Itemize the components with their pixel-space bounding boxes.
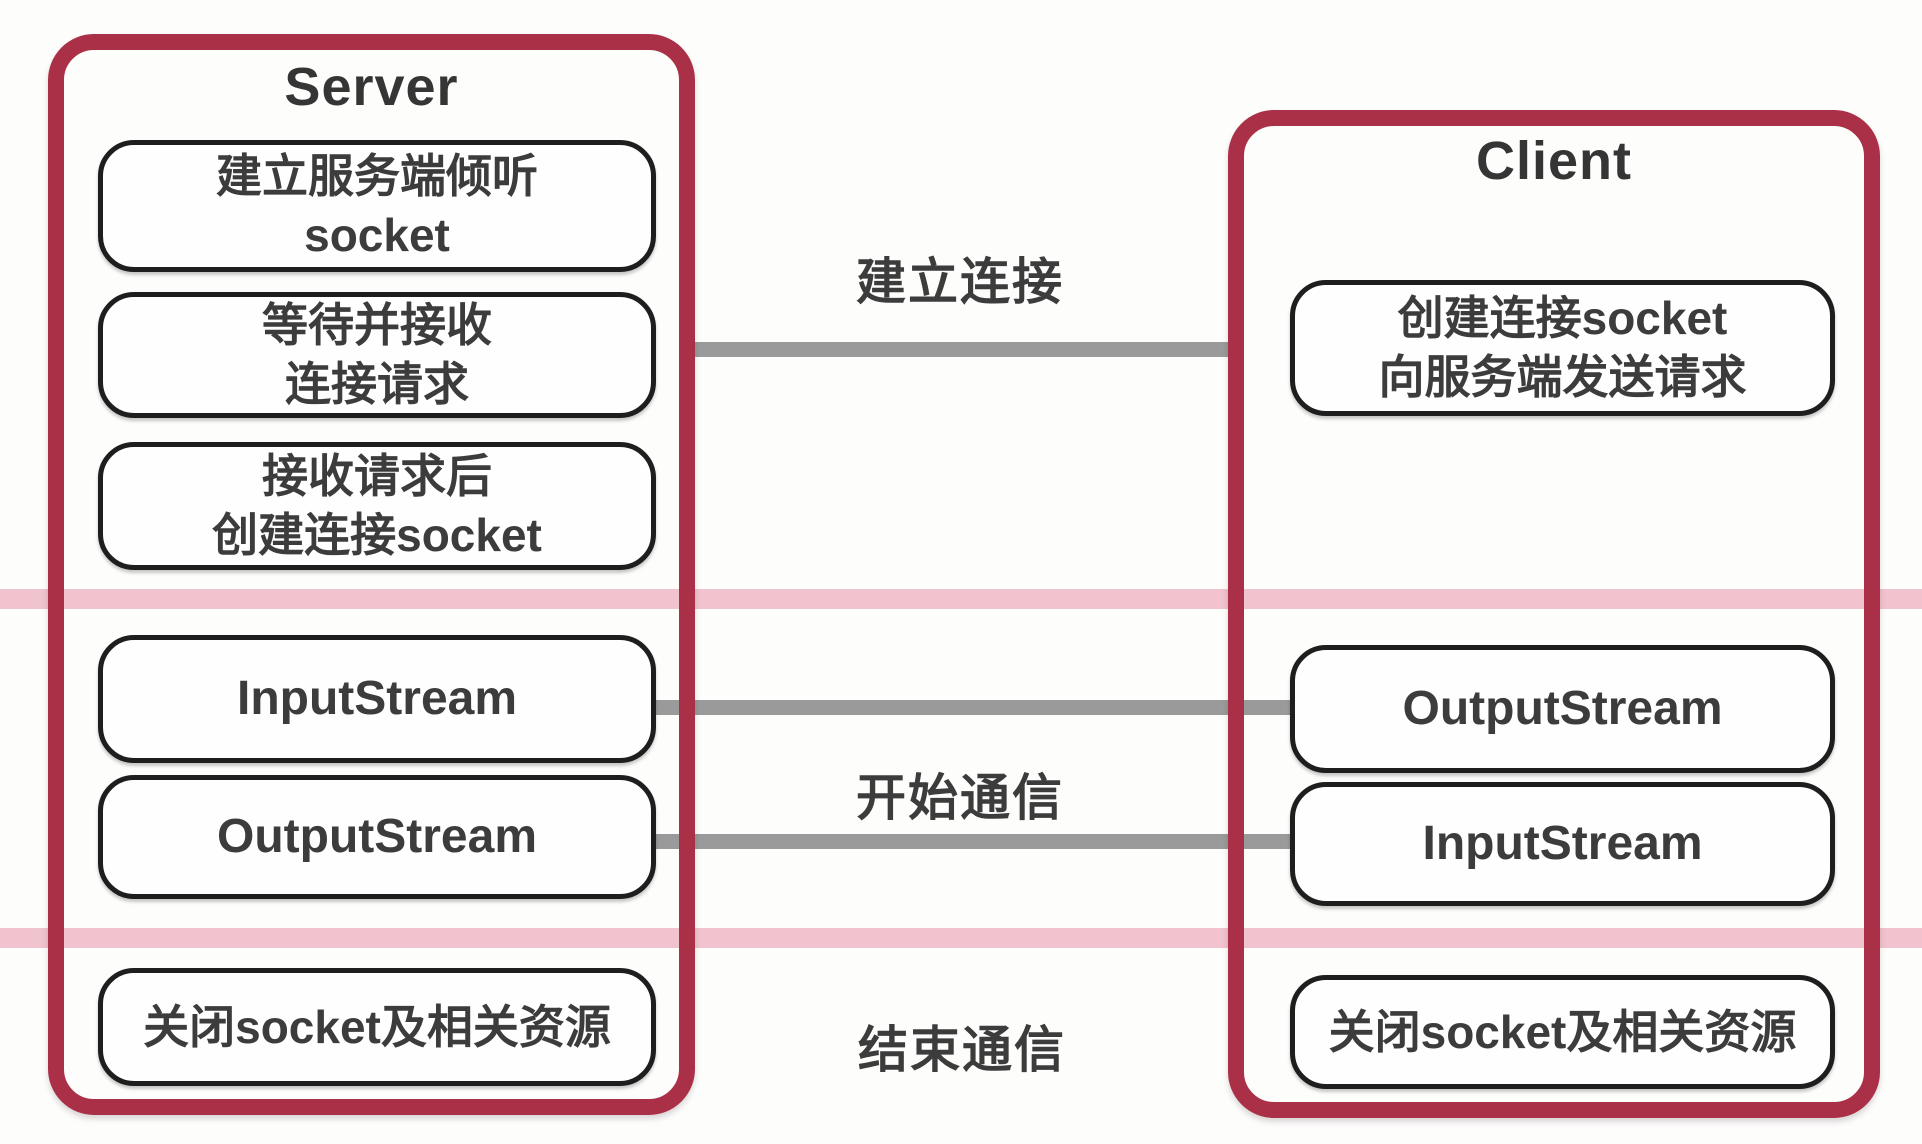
step-text: 创建连接socket	[212, 509, 542, 561]
client-output-stream-box: OutputStream	[1290, 645, 1835, 773]
step-text: InputStream	[1422, 817, 1703, 871]
client-frame	[1228, 110, 1880, 1118]
phase-label-end-communication: 结束通信	[858, 1022, 1066, 1078]
step-text: 向服务端发送请求	[1378, 351, 1747, 403]
server-step-wait-accept-request: 等待并接收 连接请求	[98, 292, 656, 418]
server-step-create-connection-socket: 接收请求后 创建连接socket	[98, 442, 656, 570]
connector-establish-line	[688, 342, 1240, 357]
step-text: 创建连接socket	[1397, 292, 1728, 345]
server-output-stream-box: OutputStream	[98, 775, 656, 899]
phase-divider-line-2	[0, 928, 1922, 948]
step-text: OutputStream	[216, 810, 537, 864]
server-title: Server	[284, 57, 459, 117]
client-step-create-socket-send-request: 创建连接socket 向服务端发送请求	[1290, 280, 1835, 416]
step-text: OutputStream	[1402, 682, 1723, 736]
step-text: 连接请求	[285, 358, 469, 410]
step-text: 建立服务端倾听	[216, 150, 538, 203]
phase-label-establish-connection: 建立连接	[856, 254, 1064, 310]
connector-output-to-input-line	[648, 834, 1295, 849]
step-text: socket	[304, 209, 450, 261]
step-text: 关闭socket及相关资源	[143, 1000, 611, 1053]
client-title: Client	[1475, 131, 1632, 191]
step-text: InputStream	[236, 672, 518, 726]
connector-input-to-output-line	[648, 700, 1295, 715]
server-step-close-socket: 关闭socket及相关资源	[98, 968, 656, 1086]
step-text: 等待并接收	[262, 299, 492, 352]
server-input-stream-box: InputStream	[98, 635, 656, 763]
step-text: 接收请求后	[262, 450, 492, 503]
phase-label-start-communication: 开始通信	[856, 770, 1064, 826]
client-input-stream-box: InputStream	[1290, 782, 1835, 906]
phase-divider-line-1	[0, 589, 1922, 609]
step-text: 关闭socket及相关资源	[1328, 1005, 1797, 1058]
client-step-close-socket: 关闭socket及相关资源	[1290, 975, 1835, 1089]
server-step-create-listen-socket: 建立服务端倾听 socket	[98, 140, 656, 272]
